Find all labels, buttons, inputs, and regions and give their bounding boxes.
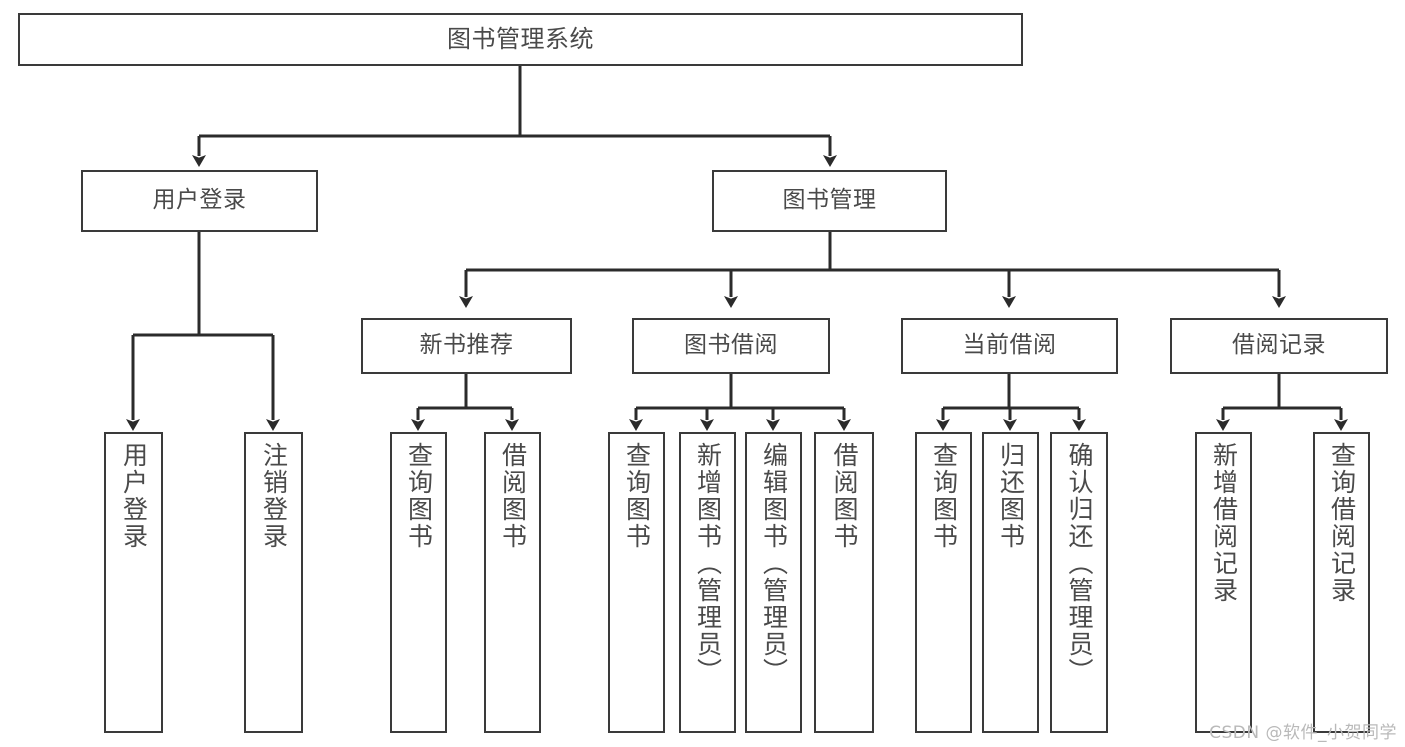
node-label: 用户登录 <box>152 187 247 214</box>
leaf-user-login-logout[interactable]: 注销登录 <box>244 432 303 733</box>
node-label: 查询图书 <box>404 442 434 550</box>
node-borrowing-records[interactable]: 借阅记录 <box>1170 318 1388 374</box>
leaf-book-borrow-add-book-admin[interactable]: 新增图书（管理员） <box>679 432 736 733</box>
node-label: 当前借阅 <box>962 332 1057 359</box>
node-label: 确认归还（管理员） <box>1065 442 1094 685</box>
leaf-book-borrow-edit-book-admin[interactable]: 编辑图书（管理员） <box>745 432 802 733</box>
leaf-new-book-query-books[interactable]: 查询图书 <box>390 432 447 733</box>
node-label: 编辑图书（管理员） <box>759 442 789 685</box>
leaf-borrow-record-add-record[interactable]: 新增借阅记录 <box>1195 432 1252 733</box>
leaf-book-borrow-query-books[interactable]: 查询图书 <box>608 432 665 733</box>
node-root-library-management-system[interactable]: 图书管理系统 <box>18 13 1023 66</box>
node-label: 查询图书 <box>622 442 652 550</box>
node-label: 借阅记录 <box>1232 332 1326 359</box>
node-label: 用户登录 <box>119 442 149 550</box>
leaf-user-login-login[interactable]: 用户登录 <box>104 432 163 733</box>
node-label: 图书管理 <box>782 187 877 214</box>
node-user-login[interactable]: 用户登录 <box>81 170 318 232</box>
node-label: 新增借阅记录 <box>1209 442 1239 604</box>
watermark-credit: CSDN @软件_小贺同学 <box>1209 723 1397 743</box>
node-label: 借阅图书 <box>498 442 528 550</box>
leaf-current-borrow-confirm-return-admin[interactable]: 确认归还（管理员） <box>1050 432 1108 733</box>
node-label: 查询借阅记录 <box>1327 442 1357 604</box>
node-book-borrowing[interactable]: 图书借阅 <box>632 318 830 374</box>
node-label: 查询图书 <box>929 442 959 550</box>
node-label: 新书推荐 <box>419 332 514 359</box>
node-label: 新增图书（管理员） <box>693 442 723 685</box>
leaf-book-borrow-borrow-books[interactable]: 借阅图书 <box>814 432 874 733</box>
leaf-new-book-borrow-books[interactable]: 借阅图书 <box>484 432 541 733</box>
node-current-borrowing[interactable]: 当前借阅 <box>901 318 1118 374</box>
leaf-current-borrow-return-books[interactable]: 归还图书 <box>982 432 1039 733</box>
node-label: 图书借阅 <box>684 332 778 359</box>
node-new-book-recommendation[interactable]: 新书推荐 <box>361 318 572 374</box>
node-label: 归还图书 <box>996 442 1026 550</box>
leaf-borrow-record-query-record[interactable]: 查询借阅记录 <box>1313 432 1370 733</box>
leaf-current-borrow-query-books[interactable]: 查询图书 <box>915 432 972 733</box>
node-label: 借阅图书 <box>830 442 859 550</box>
node-book-management[interactable]: 图书管理 <box>712 170 947 232</box>
node-label: 注销登录 <box>259 442 289 550</box>
node-label: 图书管理系统 <box>447 25 594 54</box>
